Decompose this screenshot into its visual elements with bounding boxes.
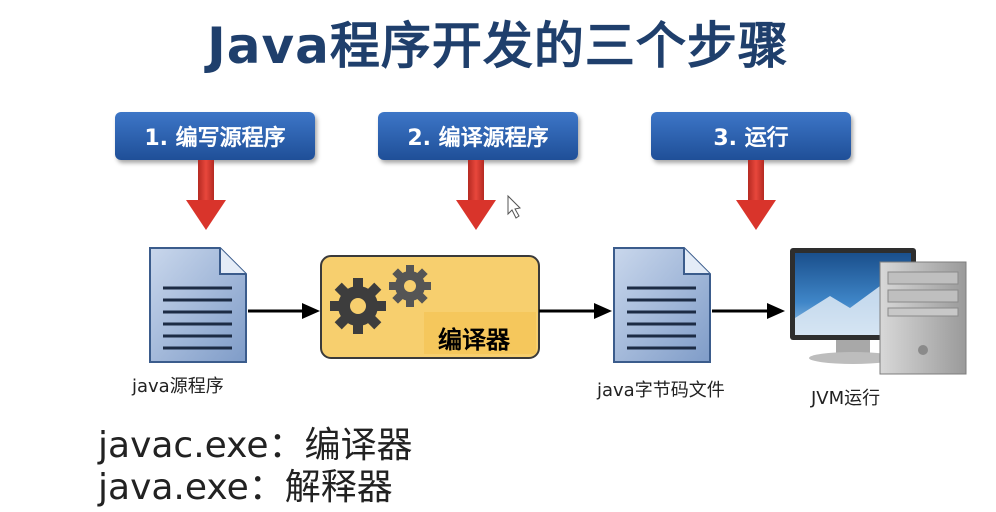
- note-java: java.exe：解释器: [98, 467, 393, 508]
- compiler-box: [320, 255, 540, 359]
- source-caption: java源程序: [132, 376, 224, 397]
- compiler-label: 编译器: [438, 326, 510, 354]
- step-1-label: 1. 编写源程序: [144, 126, 286, 151]
- step-2-box: 2. 编译源程序: [378, 112, 578, 160]
- flow-arrow-1: [248, 303, 320, 319]
- gears-icon: [330, 265, 431, 334]
- jvm-caption: JVM运行: [811, 388, 881, 409]
- bytecode-caption: java字节码文件: [597, 380, 725, 401]
- step-1-box: 1. 编写源程序: [115, 112, 315, 160]
- step-3-box: 3. 运行: [651, 112, 851, 160]
- down-arrow-3: [736, 160, 776, 230]
- note-javac: javac.exe：编译器: [98, 425, 413, 466]
- flow-arrow-2: [539, 303, 612, 319]
- page-title: Java程序开发的三个步骤: [207, 17, 789, 75]
- bytecode-document-icon: [613, 247, 711, 363]
- down-arrow-1: [186, 160, 226, 230]
- computer-icon: [790, 248, 967, 375]
- source-document-icon: [149, 247, 247, 363]
- mouse-cursor-icon: [507, 194, 522, 219]
- step-2-label: 2. 编译源程序: [407, 126, 549, 151]
- step-3-label: 3. 运行: [713, 126, 789, 151]
- down-arrow-2: [456, 160, 496, 230]
- flow-arrow-3: [712, 303, 785, 319]
